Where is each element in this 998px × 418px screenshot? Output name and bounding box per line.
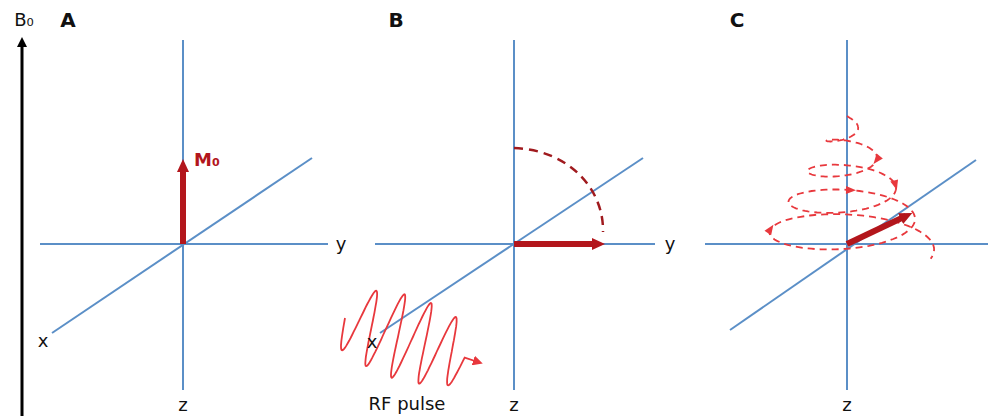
axis-label: x: [367, 333, 378, 351]
panel-letter: A: [60, 10, 75, 30]
axis-label: x: [38, 332, 49, 350]
flip-arc: [514, 148, 603, 232]
precession-arrowhead: [846, 186, 856, 194]
axis-label: z: [509, 396, 518, 414]
magnetization-vector: [847, 216, 906, 244]
precession-arrowhead: [870, 154, 882, 167]
precession-spiral: [770, 116, 935, 259]
field-label: B₀: [14, 11, 34, 29]
axis-label: z: [178, 396, 187, 414]
panel-letter: B: [388, 10, 403, 30]
vector-label: M₀: [194, 151, 220, 169]
magnetization-vector: [514, 241, 598, 247]
precession-arrowheads: [764, 154, 900, 236]
axis-label: z: [842, 396, 851, 414]
rf-pulse-wave: [341, 291, 478, 386]
field-arrow: [21, 42, 24, 416]
axes-b: [375, 40, 655, 390]
precession-arrowhead: [764, 223, 776, 236]
axis-label: y: [665, 235, 676, 253]
pulse-label: RF pulse: [369, 395, 446, 413]
axes-a: [40, 40, 328, 390]
axes-c: [705, 40, 988, 390]
panel-letter: C: [730, 10, 745, 30]
magnetization-vector: [180, 166, 186, 244]
precession-arrowhead: [890, 179, 900, 191]
axis-label: y: [336, 235, 347, 253]
